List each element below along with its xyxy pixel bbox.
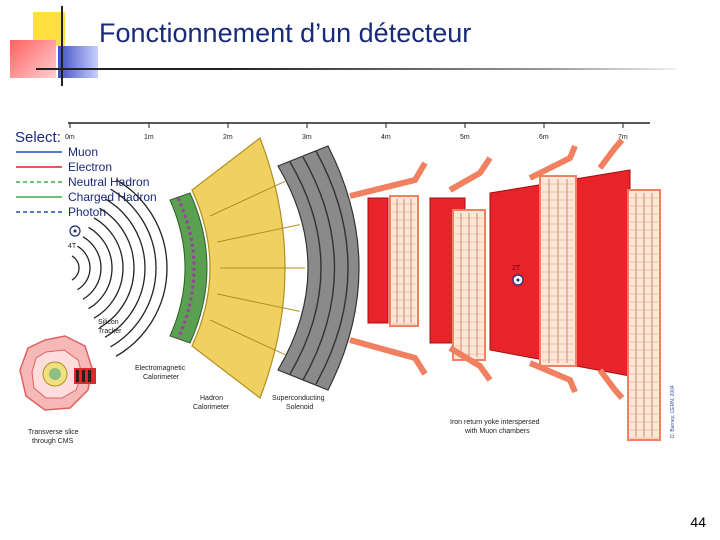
hcal-segments: [209, 180, 305, 356]
field-marker-2t: 2T: [512, 265, 524, 286]
inset-transverse-slice: [19, 335, 96, 411]
solenoid-label-2: Solenoid: [286, 404, 313, 411]
yoke-label-2: with Muon chambers: [464, 428, 530, 435]
deco-red-square: [10, 40, 56, 78]
deco-vertical-line: [61, 6, 63, 86]
credit-label: D. Barney, CERN, 2004: [670, 385, 676, 438]
legend-label: Electron: [68, 160, 112, 174]
ecal-label-1: Electromagnetic: [135, 365, 186, 372]
scale-tick-label: 6m: [539, 134, 549, 141]
scale-tick-label: 4m: [381, 134, 391, 141]
component-labels: Silicon Tracker Electromagnetic Calorime…: [28, 319, 676, 445]
muon-arms: [349, 138, 625, 400]
tracker-layer: [82, 236, 102, 300]
legend-heading: Select:: [15, 129, 61, 146]
silicon-tracker: [71, 179, 168, 357]
hcal-label-1: Hadron: [200, 395, 223, 402]
scale-tick-label: 5m: [460, 134, 470, 141]
ecal-band: [169, 192, 208, 344]
field-inner-label: 4T: [68, 243, 77, 250]
slide-title: Fonctionnement d’un détecteur: [99, 18, 472, 48]
tracker-label-2: Tracker: [98, 328, 122, 335]
deco-blue-square: [58, 46, 98, 78]
inset-label-2: through CMS: [32, 438, 74, 445]
solenoid-rings: [289, 150, 349, 385]
field-outer-label: 2T: [512, 265, 521, 272]
scale-tick-label: 1m: [144, 134, 154, 141]
tracker-layer: [115, 179, 168, 357]
ecal-crystals: [176, 197, 196, 340]
tracker-layer: [104, 198, 146, 338]
inset-label-1: Transverse slice: [28, 429, 79, 436]
deco-horizontal-line: [36, 68, 676, 70]
scale-tick-label: 2m: [223, 134, 233, 141]
muon-chambers: [389, 175, 661, 441]
legend-label: Muon: [68, 145, 98, 159]
ecal-label-2: Calorimeter: [143, 374, 180, 381]
tracker-layer: [71, 255, 80, 281]
tracker-layer: [93, 217, 124, 319]
legend-label: Neutral Hadron: [68, 175, 149, 189]
scale-ruler: 0m 1m 2m 3m 4m 5m 6m 7m: [65, 122, 650, 141]
solenoid-label-1: Superconducting: [272, 395, 325, 402]
scale-tick-label: 0m: [65, 134, 75, 141]
tracker-label-1: Silicon: [98, 319, 119, 326]
tracker-layer: [77, 245, 91, 291]
hcal-segment-line: [209, 319, 286, 356]
page-number: 44: [690, 514, 706, 530]
tracker-layer: [110, 188, 157, 348]
yoke-label-1: Iron return yoke interspersed: [450, 419, 540, 426]
hcal-segment-line: [209, 180, 286, 217]
cms-detector-diagram: 0m 1m 2m 3m 4m 5m 6m 7m Select: MuonElectronNeu…: [15, 122, 676, 445]
hcal-segment-line: [217, 224, 300, 243]
scale-tick-label: 3m: [302, 134, 312, 141]
field-marker-4t: 4T: [68, 225, 81, 250]
scale-tick-label: 7m: [618, 134, 628, 141]
legend-label: Photon: [68, 205, 106, 219]
tracker-layer: [99, 207, 135, 329]
hcal-label-2: Calorimeter: [193, 404, 230, 411]
tracker-layer: [88, 226, 113, 310]
hcal-segment-line: [217, 293, 300, 312]
